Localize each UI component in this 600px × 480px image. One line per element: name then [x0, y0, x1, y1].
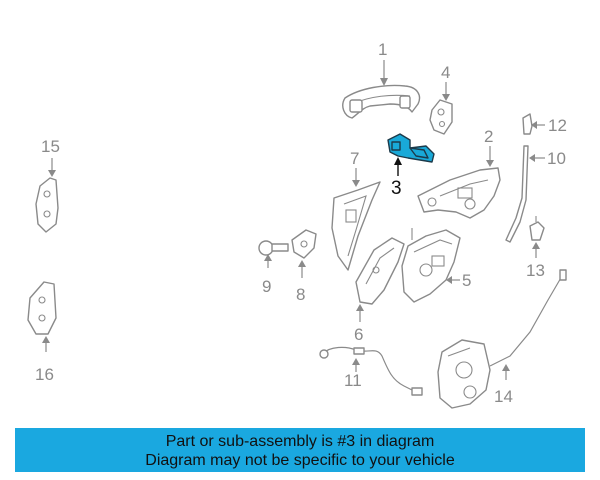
part-12-cap[interactable] — [522, 113, 533, 135]
banner-line-2: Diagram may not be specific to your vehi… — [145, 452, 455, 469]
callout-11: 11 — [344, 371, 362, 390]
callout-10: 10 — [547, 149, 566, 168]
callout-16: 16 — [35, 365, 54, 384]
callout-9: 9 — [262, 277, 271, 296]
callout-4: 4 — [441, 63, 450, 82]
callout-5: 5 — [462, 271, 471, 290]
callout-6: 6 — [354, 325, 363, 344]
part-5-latch[interactable] — [401, 228, 461, 303]
callout-8: 8 — [296, 285, 305, 304]
part-14-latch-cable[interactable] — [437, 269, 567, 409]
part-15-bracket[interactable] — [35, 177, 59, 233]
callout-2: 2 — [484, 127, 493, 146]
banner-line-1: Part or sub-assembly is #3 in diagram — [165, 433, 435, 450]
part-2-handle-carrier[interactable] — [417, 167, 501, 219]
callout-1: 1 — [378, 40, 387, 59]
part-13-clip[interactable] — [529, 216, 545, 241]
callout-7: 7 — [350, 149, 359, 168]
callout-12: 12 — [548, 116, 567, 135]
parts-diagram: 1 4 3 12 10 2 — [27, 40, 567, 409]
part-6-cover[interactable] — [355, 237, 405, 305]
callout-13: 13 — [526, 261, 545, 280]
part-8-bracket[interactable] — [291, 229, 317, 259]
part-10-rod[interactable] — [505, 145, 529, 243]
info-banner: Part or sub-assembly is #3 in diagram Di… — [15, 428, 585, 472]
part-16-hinge[interactable] — [27, 281, 57, 335]
part-4-handle-bracket[interactable] — [429, 99, 453, 135]
callout-3: 3 — [391, 178, 402, 199]
part-9-bolt[interactable] — [258, 240, 289, 256]
part-7-panel[interactable] — [331, 181, 381, 271]
callout-14: 14 — [494, 387, 513, 406]
callout-15: 15 — [41, 137, 60, 156]
part-3-highlighted[interactable] — [387, 133, 435, 163]
part-11-cable[interactable] — [319, 346, 423, 396]
part-1-outside-handle[interactable] — [342, 84, 421, 119]
